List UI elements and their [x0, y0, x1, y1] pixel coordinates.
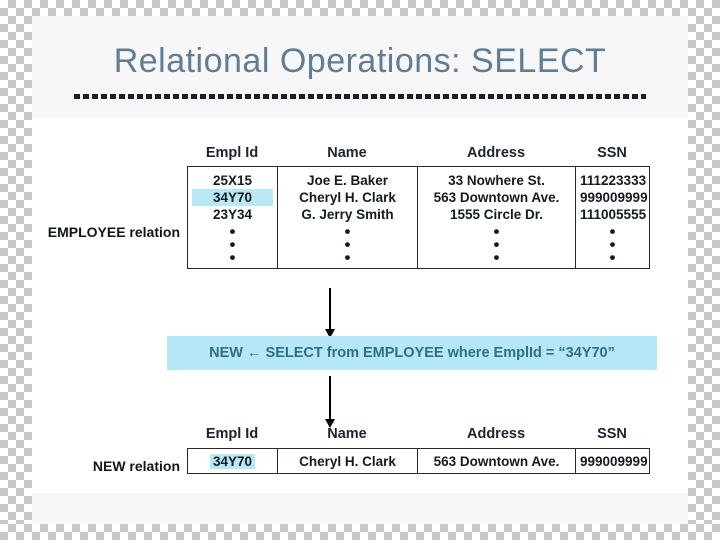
- new-header-empl-id: Empl Id: [205, 426, 259, 442]
- table-row: 34Y70 Cheryl H. Clark 563 Downtown Ave. …: [187, 448, 650, 474]
- dot: •: [493, 222, 500, 241]
- employee-header-empl-id: Empl Id: [205, 145, 259, 161]
- dot: •: [609, 222, 616, 241]
- employee-ssn-1: 999009999: [580, 190, 648, 205]
- highlighted-empl-id: 34Y70: [209, 454, 256, 469]
- new-header-address: Address: [466, 426, 526, 442]
- employee-ssn-2: 111005555: [580, 207, 647, 222]
- employee-empl-id-2: 23Y34: [212, 207, 253, 222]
- table-row: 25X15 34Y70 23Y34 • • • Joe E. Baker Che…: [187, 166, 650, 269]
- title-divider: [74, 94, 646, 99]
- title-band: Relational Operations: SELECT: [32, 16, 688, 118]
- transparency-border-bottom: [0, 524, 720, 540]
- employee-header-ssn: SSN: [597, 145, 627, 161]
- employee-name-0: Joe E. Baker: [306, 173, 389, 188]
- employee-name-2: G. Jerry Smith: [301, 207, 394, 222]
- transparency-border-top: [0, 0, 720, 16]
- transparency-border-left: [0, 0, 32, 540]
- employee-cell-empl-id: 25X15 34Y70 23Y34 • • •: [187, 166, 278, 269]
- dot: •: [493, 235, 500, 254]
- new-cell-address: 563 Downtown Ave.: [417, 448, 576, 474]
- transparency-border-right: [688, 0, 720, 540]
- dot: •: [609, 235, 616, 254]
- new-cell-empl-id: 34Y70: [187, 448, 278, 474]
- page-title: Relational Operations: SELECT: [113, 42, 607, 80]
- employee-address-0: 33 Nowhere St.: [448, 173, 545, 188]
- new-relation-table: 34Y70 Cheryl H. Clark 563 Downtown Ave. …: [187, 448, 650, 474]
- employee-name-continuation: • • •: [282, 222, 413, 267]
- new-relation-label: NEW relation: [92, 458, 180, 474]
- slide-footer-strip: [32, 493, 688, 524]
- dot: •: [229, 248, 236, 267]
- dot: •: [344, 235, 351, 254]
- select-operation-banner: NEW ← SELECT from EMPLOYEE where EmplId …: [167, 336, 657, 370]
- employee-relation-label: EMPLOYEE relation: [47, 224, 180, 240]
- new-cell-ssn: 999009999: [575, 448, 650, 474]
- employee-header-name: Name: [327, 145, 367, 161]
- dot: •: [344, 222, 351, 241]
- arrow-down-to-select: [325, 288, 335, 338]
- employee-column-headers: Empl Id Name Address SSN: [187, 145, 649, 161]
- employee-ssn-0: 111223333: [580, 173, 647, 188]
- arrow-down-to-result: [325, 376, 335, 428]
- employee-cell-name: Joe E. Baker Cheryl H. Clark G. Jerry Sm…: [277, 166, 418, 269]
- employee-cell-address: 33 Nowhere St. 563 Downtown Ave. 1555 Ci…: [417, 166, 576, 269]
- new-header-ssn: SSN: [597, 426, 627, 442]
- dot: •: [229, 222, 236, 241]
- employee-relation-table: 25X15 34Y70 23Y34 • • • Joe E. Baker Che…: [187, 166, 650, 269]
- new-cell-name: Cheryl H. Clark: [277, 448, 418, 474]
- employee-name-1: Cheryl H. Clark: [299, 190, 396, 205]
- employee-header-address: Address: [466, 145, 526, 161]
- dot: •: [229, 235, 236, 254]
- slide-canvas: Relational Operations: SELECT EMPLOYEE r…: [32, 16, 688, 524]
- dot: •: [344, 248, 351, 267]
- employee-cell-ssn: 111223333 999009999 111005555 • • •: [575, 166, 650, 269]
- employee-ssn-continuation: • • •: [580, 222, 645, 267]
- employee-empl-id-continuation: • • •: [192, 222, 273, 267]
- employee-address-2: 1555 Circle Dr.: [449, 207, 544, 222]
- highlighted-empl-id: 34Y70: [192, 189, 273, 206]
- diagram-body: EMPLOYEE relation Empl Id Name Address S…: [32, 118, 688, 493]
- employee-empl-id-1-highlight: 34Y70: [192, 189, 273, 206]
- dot: •: [609, 248, 616, 267]
- employee-address-continuation: • • •: [422, 222, 571, 267]
- dot: •: [493, 248, 500, 267]
- new-header-name: Name: [327, 426, 367, 442]
- employee-address-1: 563 Downtown Ave.: [433, 190, 560, 205]
- employee-empl-id-0: 25X15: [212, 173, 253, 188]
- new-column-headers: Empl Id Name Address SSN: [187, 426, 649, 442]
